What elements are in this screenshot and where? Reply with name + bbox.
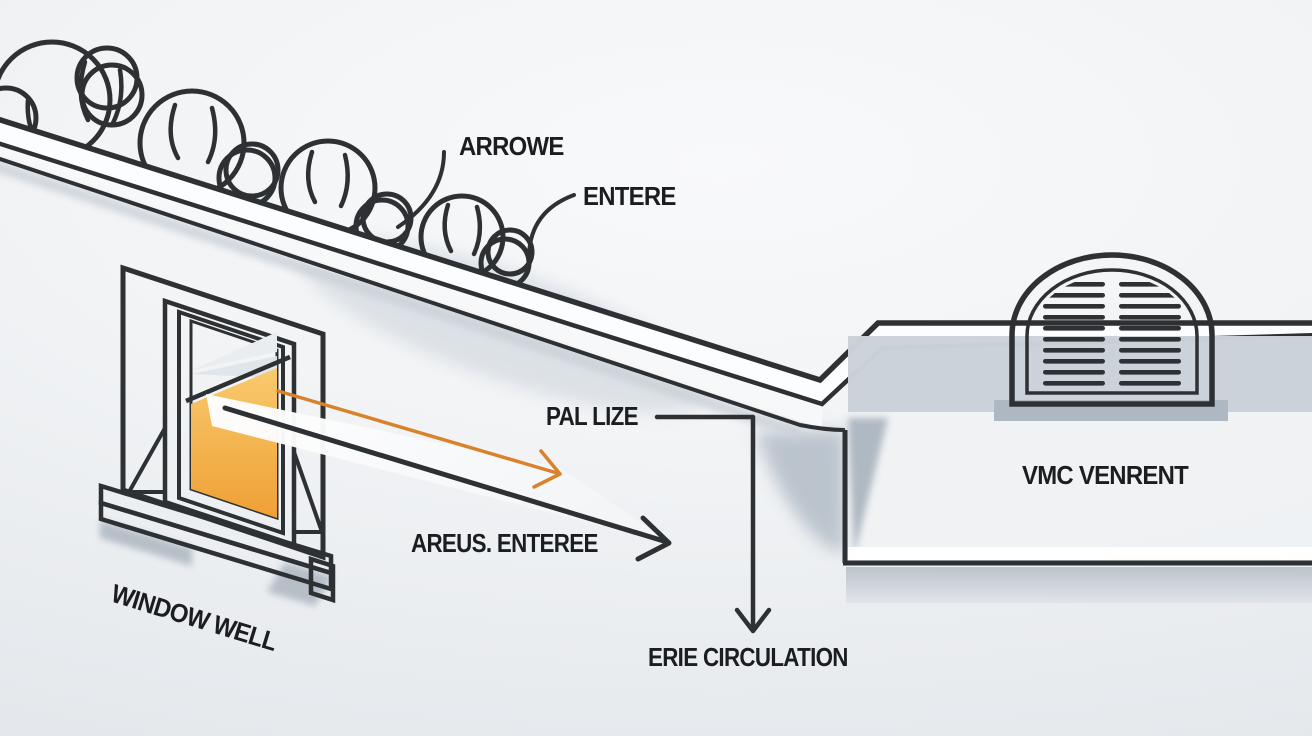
label-circulation: ERIE CIRCULATION [648,642,848,672]
window-well-wedge-right [292,451,325,534]
orange-arrowhead [532,449,562,489]
light-beam-icon [206,389,672,562]
vent-inner-arch [1025,268,1199,395]
down-arrow-icon [654,414,772,634]
label-beam-lower: AREUS. ENTEREE [411,528,598,558]
roof-edge-shadow [0,160,802,439]
down-arrowhead [734,607,772,634]
elbow-leader-line [654,414,756,631]
roof-third-line [0,156,846,432]
arched-vent-icon [1009,252,1215,407]
roof-lower-face [0,143,822,428]
window-well-wedge-left [125,420,167,494]
sill-shadow [100,520,192,566]
roof-fascia-face [0,119,1312,404]
orange-arrow-icon [276,389,559,475]
light-ray-upper [192,332,277,370]
window-sash [177,309,285,536]
vent-outer-arch [1009,252,1215,407]
valley-shadow-swoosh [755,430,845,554]
leader-line-icon [396,150,446,229]
wall-corner-shadow [848,418,888,556]
dark-arrow-icon [222,405,670,545]
leader-line-icon [526,193,576,262]
window-glow [191,368,277,518]
open-pane-edge [185,354,291,404]
label-beam-upper: PAL LIZE [546,401,639,431]
dark-arrowhead [635,515,672,562]
window-sill-icon [98,482,336,604]
wall-drop-shadow [846,567,1312,603]
wall-bottom-highlight [848,547,1312,560]
label-vent: VMC VENRENT [1022,460,1189,490]
label-leaves-bottom: ENTERE [583,181,676,211]
label-leaves-top: ARROWE [459,131,564,161]
window-outer-frame [120,264,326,561]
